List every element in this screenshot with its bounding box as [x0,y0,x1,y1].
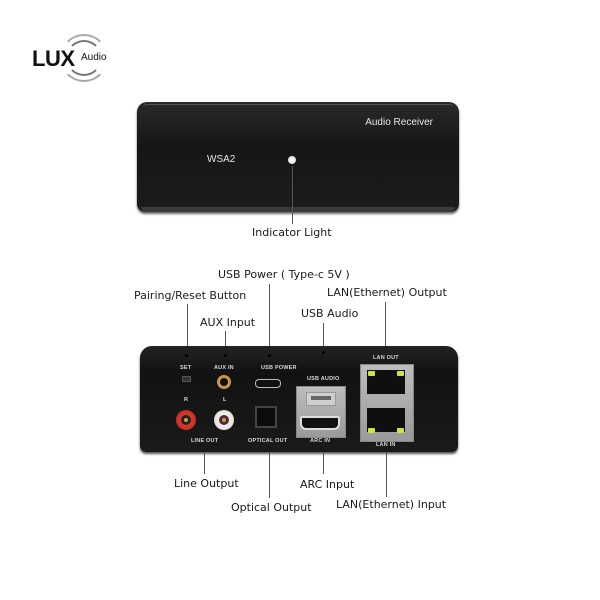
line-output-callout-line [204,452,205,474]
port-label-arc-in: ARC IN [310,438,331,444]
usb-audio-marker-dot [322,351,325,354]
optical-output-callout-line [269,452,270,498]
callout-usb-power: USB Power ( Type-c 5V ) [218,268,350,281]
callout-lan-input: LAN(Ethernet) Input [336,498,447,511]
port-label-optical-out: OPTICAL OUT [248,438,288,444]
callout-usb-audio: USB Audio [301,307,359,320]
lan-out-led-left [368,371,375,376]
callout-arc-input: ARC Input [300,478,355,491]
port-label-aux-in: AUX IN [214,365,234,371]
front-top-edge [143,104,453,111]
port-label-set: SET [180,365,192,371]
lan-in-led-right [397,428,404,433]
indicator-light-icon [288,156,296,164]
port-label-lan-in: LAN IN [376,442,396,448]
logo-arc-icon [60,34,108,82]
callout-lan-output: LAN(Ethernet) Output [327,286,447,299]
pairing-reset-button[interactable] [182,376,191,382]
rca-right-jack-icon [176,410,196,430]
lan-in-led-left [368,428,375,433]
callout-indicator-light: Indicator Light [252,226,332,239]
usb-power-callout-line [269,284,270,356]
pairing-callout-line [187,304,188,354]
device-front-view: Audio Receiver WSA2 [137,102,459,212]
logo-arc-inner-icon [66,40,102,76]
set-marker-dot [185,354,188,357]
front-model-label: WSA2 [207,154,236,165]
port-label-l: L [223,397,227,403]
port-label-r: R [184,397,189,403]
lan-out-led-right [397,371,404,376]
aux-in-jack-icon [217,375,231,389]
rca-left-jack-icon [214,410,234,430]
aux-callout-line [225,331,226,356]
port-label-lan-out: LAN OUT [373,355,399,361]
callout-optical-output: Optical Output [231,501,312,514]
lan-output-callout-line [385,302,386,352]
logo-sub: Audio [81,52,107,63]
hdmi-arc-port-icon [300,416,340,430]
logo-brand: LUX [32,46,75,71]
callout-line-output: Line Output [174,477,239,490]
lan-input-callout-line [386,452,387,497]
optical-out-port-icon [255,406,277,428]
front-product-title: Audio Receiver [365,117,433,128]
device-rear-view: SET AUX IN USB POWER USB AUDIO LAN OUT R… [140,346,458,452]
arc-input-callout-line [323,452,324,474]
port-label-line-out: LINE OUT [191,438,219,444]
callout-pairing-reset: Pairing/Reset Button [134,289,247,302]
front-bottom-edge [141,207,455,212]
usb-audio-port-icon [306,392,336,406]
port-label-usb-power: USB POWER [261,365,297,371]
port-label-usb-audio: USB AUDIO [307,376,340,382]
lux-audio-logo: LUX Audio [26,34,126,86]
indicator-callout-line [292,166,293,224]
aux-marker-dot [224,354,227,357]
usb-power-marker-dot [268,354,271,357]
usb-audio-callout-line [323,323,324,353]
usb-c-port-icon [255,379,281,388]
callout-aux-input: AUX Input [200,316,256,329]
